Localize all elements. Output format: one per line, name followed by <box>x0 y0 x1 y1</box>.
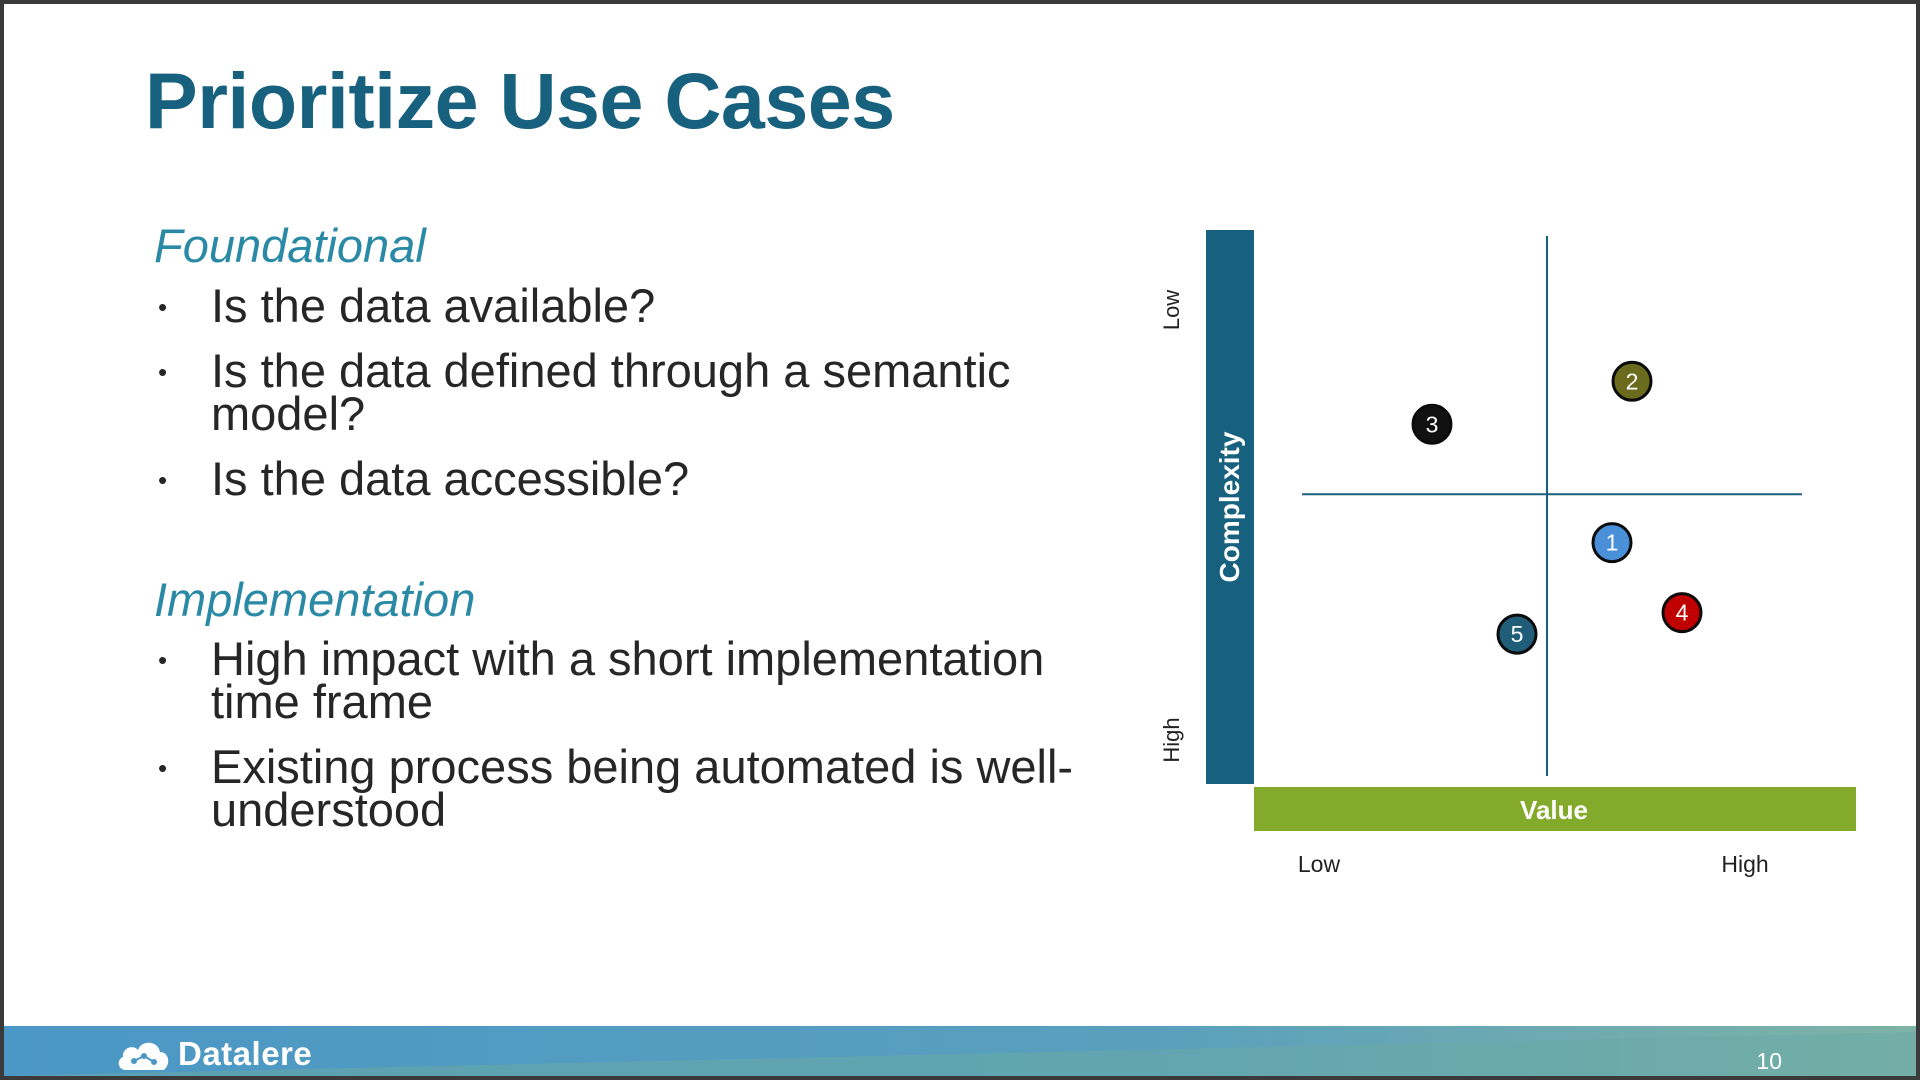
brand-name: Datalere <box>178 1035 313 1072</box>
data-point-label: 2 <box>1626 368 1639 394</box>
bullet-item: • Is the data defined through a semantic … <box>154 347 1144 437</box>
data-point-3: 3 <box>1411 403 1453 445</box>
bullet-item: • Is the data available? <box>154 282 1144 329</box>
complexity-axis-label: Complexity <box>1214 431 1245 582</box>
data-point-1: 1 <box>1591 522 1633 564</box>
complexity-bar <box>1206 230 1254 784</box>
data-point-label: 1 <box>1606 530 1619 556</box>
data-points: 1 2 3 4 5 <box>1411 360 1703 655</box>
bullet-icon: • <box>158 465 168 495</box>
bullet-item: • High impact with a short implementation… <box>154 635 1144 725</box>
page-number: 10 <box>1756 1048 1782 1074</box>
y-tick-low: Low <box>1159 290 1184 330</box>
x-tick-low: Low <box>1298 851 1341 877</box>
data-point-label: 3 <box>1426 411 1439 437</box>
value-complexity-matrix: Complexity Value Low High Low High 1 2 3 4 5 <box>1159 230 1856 877</box>
bullet-icon: • <box>158 292 168 322</box>
value-bar <box>1254 787 1856 831</box>
bullet-text: Is the data accessible? <box>211 452 690 505</box>
bullet-item: • Is the data accessible? <box>154 455 1144 502</box>
data-point-4: 4 <box>1661 592 1703 634</box>
bullet-icon: • <box>158 753 168 783</box>
data-point-label: 4 <box>1676 600 1689 626</box>
data-point-marker <box>1661 592 1703 634</box>
y-tick-high: High <box>1159 717 1184 762</box>
bullet-text: Is the data available? <box>211 279 656 332</box>
bullet-text: Existing process being automated is well… <box>211 740 1074 836</box>
data-point-2: 2 <box>1611 360 1653 402</box>
bullet-icon: • <box>158 357 168 387</box>
footer-band <box>4 1026 1916 1076</box>
bullet-text: High impact with a short implementation … <box>211 632 1045 728</box>
bullet-text: Is the data defined through a semantic m… <box>211 344 1011 440</box>
data-point-marker <box>1496 613 1538 655</box>
cloud-logo-icon <box>118 1042 169 1070</box>
slide: Prioritize Use Cases Foundational • Is th… <box>4 4 1916 1076</box>
data-point-5: 5 <box>1496 613 1538 655</box>
data-point-marker <box>1611 360 1653 402</box>
x-tick-high: High <box>1721 851 1768 877</box>
bullet-icon: • <box>158 645 168 675</box>
datalere-logo: Datalere <box>114 1034 312 1074</box>
data-point-marker <box>1591 522 1633 564</box>
section-heading-implementation: Implementation <box>154 573 476 626</box>
value-axis-label: Value <box>1520 795 1588 825</box>
data-point-marker <box>1411 403 1453 445</box>
implementation-bullet-list: • High impact with a short implementation… <box>154 635 1144 853</box>
bullet-item: • Existing process being automated is wel… <box>154 743 1144 833</box>
data-point-label: 5 <box>1511 621 1524 647</box>
foundational-bullet-list: • Is the data available? • Is the data def… <box>154 282 1144 522</box>
slide-title: Prioritize Use Cases <box>145 56 895 145</box>
section-heading-foundational: Foundational <box>154 219 426 272</box>
